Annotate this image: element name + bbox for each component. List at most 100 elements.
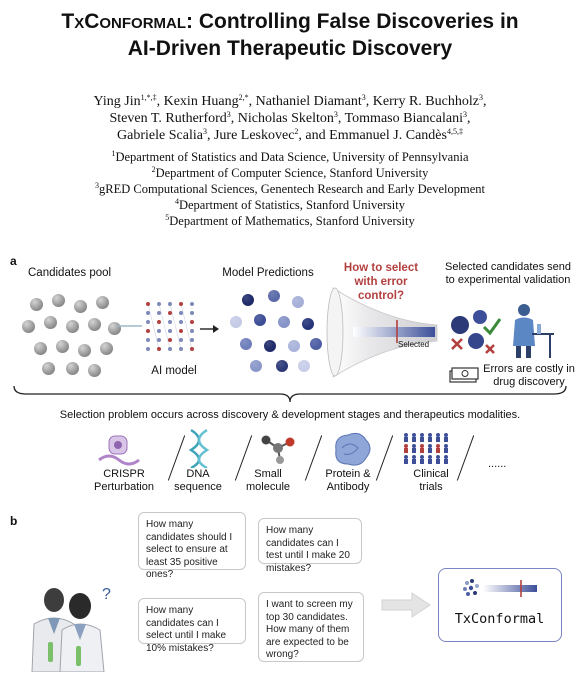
prediction-ball — [276, 360, 288, 372]
money-icon — [449, 367, 479, 383]
selection-problem-caption: Selection problem occurs across discover… — [59, 409, 521, 421]
candidate-ball — [56, 340, 69, 353]
arrow-to-predictions-icon — [200, 325, 219, 333]
txconformal-tool-box: TxConformal — [438, 568, 562, 642]
prediction-ball — [278, 316, 290, 328]
candidate-ball — [108, 322, 121, 335]
txconformal-logo-icon — [463, 579, 537, 597]
errors-costly-line-1: Errors are costly in — [483, 363, 575, 375]
candidate-ball — [96, 296, 109, 309]
title-line-2: AI-Driven Therapeutic Discovery — [127, 37, 453, 60]
candidate-ball — [78, 344, 91, 357]
ai-model-label: AI model — [151, 365, 197, 377]
author-name: Jure Leskovec — [213, 128, 295, 143]
crispr-icon — [98, 435, 140, 466]
candidate-ball — [42, 362, 55, 375]
affiliation-superscript: 3 — [95, 181, 99, 190]
modality-label: Protein &Antibody — [312, 468, 384, 494]
selected-candidates-label: Selected candidates send to experimental… — [436, 261, 580, 287]
modality-label-line-2: Perturbation — [94, 481, 154, 493]
candidate-ball — [22, 320, 35, 333]
modality-label-line-1: Small — [254, 468, 282, 480]
author-name: Gabriele Scalia — [117, 128, 203, 143]
arrow-to-model-icon — [118, 325, 142, 327]
affiliation-line: 2Department of Computer Science, Stanfor… — [0, 165, 580, 181]
modality-label-line-1: CRISPR — [103, 468, 145, 480]
errors-costly-label: Errors are costly in drug discovery — [481, 363, 577, 389]
author-superscript: 4,5,‡ — [446, 127, 463, 136]
neural-network-icon — [146, 302, 194, 351]
question-bubble-3: How many candidates can I select until I… — [138, 598, 246, 654]
question-bubble-4: I want to screen my top 30 candidates. H… — [258, 592, 364, 662]
paper-title: TxConformal: Controlling False Discoveri… — [0, 8, 580, 62]
modality-label-line-2: Antibody — [326, 481, 370, 493]
prediction-ball — [292, 296, 304, 308]
author-superscript: 3 — [478, 93, 483, 102]
author-name: Nicholas Skelton — [237, 111, 334, 126]
prediction-ball — [264, 340, 276, 352]
small-molecule-icon — [261, 435, 295, 464]
affiliation-superscript: 2 — [151, 165, 156, 174]
panel-a-label: a — [10, 254, 17, 268]
affiliation-line: 3gRED Computational Sciences, Genentech … — [0, 181, 580, 197]
prediction-ball — [254, 314, 266, 326]
model-predictions-label: Model Predictions — [222, 267, 314, 279]
lab-scientist-icon — [513, 304, 554, 358]
clinical-trials-icon — [404, 433, 448, 464]
question-mark-icon: ? — [102, 586, 111, 603]
candidate-ball — [74, 300, 87, 313]
prediction-ball — [240, 338, 252, 350]
author-name: Tommaso Biancalani — [344, 111, 463, 126]
affiliation-text: Department of Statistics, Stanford Unive… — [178, 198, 405, 212]
author-line-3: Gabriele Scalia3, Jure Leskovec2, and Em… — [117, 127, 463, 144]
author-list: Ying Jin1,*,‡, Kexin Huang2,*, Nathaniel… — [0, 93, 580, 144]
author-name: Nathaniel Diamant — [255, 94, 362, 109]
selection-funnel-icon — [326, 287, 438, 378]
affiliation-text: Department of Statistics and Data Scienc… — [115, 150, 469, 164]
affiliation-line: 4Department of Statistics, Stanford Univ… — [0, 197, 580, 213]
candidate-ball — [88, 318, 101, 331]
modality-label-line-1: Protein & — [325, 468, 371, 480]
candidate-ball — [34, 342, 47, 355]
author-name: Ying Jin — [93, 94, 141, 109]
candidates-pool-illustration — [22, 290, 122, 377]
candidate-ball — [52, 294, 65, 307]
how-to-select-line-1: How to select — [343, 262, 419, 274]
prediction-ball — [242, 294, 254, 306]
title-line1-rest: : Controlling False Discoveries in — [186, 10, 519, 33]
modality-label-line-1: DNA — [186, 468, 210, 480]
prediction-ball — [230, 316, 242, 328]
candidate-ball — [66, 320, 79, 333]
affiliation-superscript: 4 — [174, 197, 179, 206]
how-to-select-line-2: with error control? — [354, 276, 408, 302]
prediction-ball — [288, 340, 300, 352]
author-name: Kerry R. Buchholz — [372, 94, 479, 109]
author-name: Steven T. Rutherford — [109, 111, 227, 126]
author-name: Emmanuel J. Candès — [329, 128, 447, 143]
curly-brace — [13, 385, 567, 403]
candidate-ball — [30, 298, 43, 311]
author-superscript: 3 — [333, 110, 338, 119]
title-line-1: TxConformal: Controlling False Discoveri… — [0, 8, 580, 35]
modality-label-line-2: molecule — [245, 481, 291, 493]
modality-label-line-2: sequence — [174, 481, 222, 493]
author-line-1: Ying Jin1,*,‡, Kexin Huang2,*, Nathaniel… — [93, 93, 487, 110]
affiliation-text: Department of Mathematics, Stanford Univ… — [169, 214, 415, 228]
affiliation-line: 1Department of Statistics and Data Scien… — [0, 149, 580, 165]
how-to-select-question: How to select with error control? — [330, 261, 432, 303]
author-superscript: 2 — [294, 127, 299, 136]
prediction-ball — [250, 360, 262, 372]
candidate-ball — [88, 364, 101, 377]
dna-icon — [188, 428, 210, 468]
selected-send-line-2: to experimental validation — [445, 274, 571, 286]
title-tool-name: TxConformal — [61, 10, 187, 33]
author-superscript: 2,* — [238, 93, 249, 102]
affiliation-line: 5Department of Mathematics, Stanford Uni… — [0, 213, 580, 229]
modality-label-line-2: trials — [419, 481, 443, 493]
author-name: Kexin Huang — [163, 94, 239, 109]
prediction-ball — [268, 290, 280, 302]
affiliation-text: Department of Computer Science, Stanford… — [155, 166, 429, 180]
